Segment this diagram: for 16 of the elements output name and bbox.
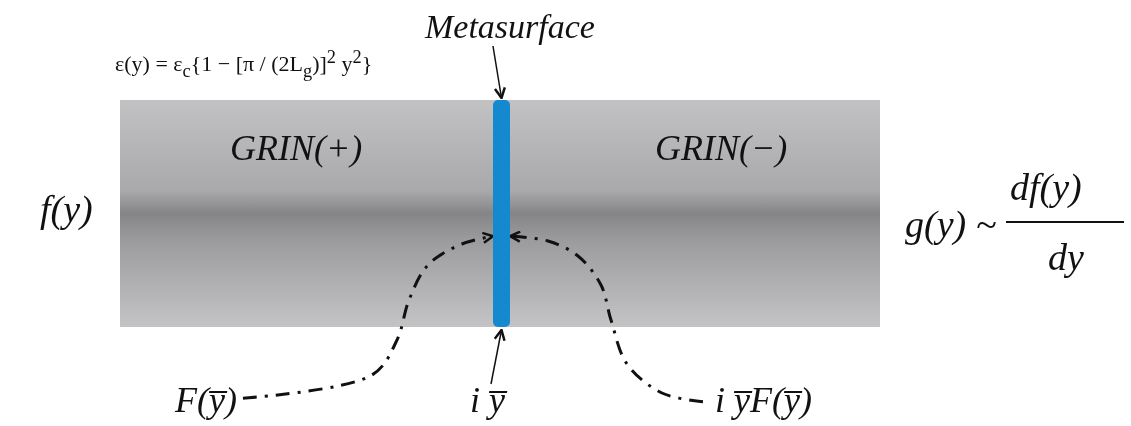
arrow xyxy=(490,328,506,385)
dash-dot-arrow xyxy=(508,230,704,404)
arrow xyxy=(492,45,507,100)
metasurface-label: Metasurface xyxy=(425,10,595,44)
metasurface-bar xyxy=(493,100,510,327)
region-label: GRIN(+) xyxy=(230,130,363,166)
fraction-numerator: df(y) xyxy=(1010,168,1082,206)
waveguide-slab xyxy=(120,100,880,327)
region-label: GRIN(−) xyxy=(655,130,788,166)
math-label: F(y̅) xyxy=(175,382,237,418)
dash-dot-arrow xyxy=(242,231,495,400)
math-label: g(y) ~ xyxy=(905,205,997,243)
math-label: f(y) xyxy=(40,190,93,228)
fraction-denominator: dy xyxy=(1048,238,1084,276)
formula-label: ε(y) = ε$_{c}${1 − [π / (2L$_{g}$)]$^{2}$ y$^{2}$} xyxy=(115,48,373,81)
math-label: i y̅F(y̅) xyxy=(715,382,812,418)
